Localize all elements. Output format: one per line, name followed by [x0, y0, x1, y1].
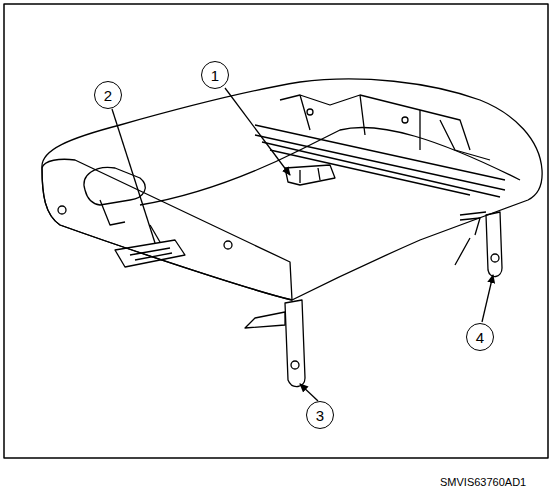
leader-line: [112, 109, 155, 243]
leader-line: [300, 384, 318, 401]
front-mounting-leg: [285, 300, 305, 387]
callout-number: 2: [104, 88, 112, 103]
callout-number: 4: [476, 330, 484, 345]
leader-line: [482, 275, 493, 322]
callout-circle: 4: [466, 323, 494, 351]
callout-number: 1: [211, 68, 219, 83]
cushion-outline: [42, 79, 542, 300]
callout-number: 3: [316, 408, 324, 423]
side-bracket: [115, 240, 185, 267]
callout-circle: 3: [306, 401, 334, 429]
figure-code: SMVIS63760AD1: [440, 476, 526, 488]
rear-mounting-leg: [486, 212, 502, 277]
recliner-handle: [84, 167, 145, 205]
frame: [4, 4, 548, 458]
leader-line: [225, 88, 290, 175]
callout-circle: 2: [94, 81, 122, 109]
side-shield: [42, 159, 292, 300]
front-bracket: [285, 165, 335, 185]
callout-circle: 1: [201, 61, 229, 89]
